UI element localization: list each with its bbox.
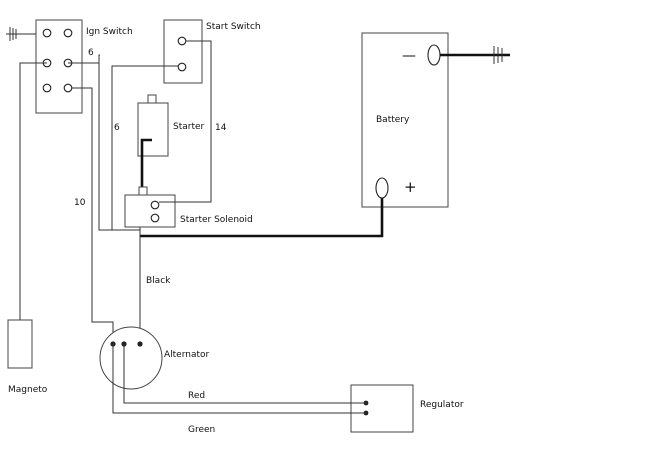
wire-label-6-top: 6: [88, 48, 94, 58]
alternator: [99, 326, 163, 390]
ground-symbol-battery: [440, 46, 510, 64]
wire-red: [123, 344, 366, 404]
magneto-label: Magneto: [8, 385, 48, 395]
alternator-label: Alternator: [164, 350, 210, 360]
starter-solenoid: [124, 186, 176, 228]
battery-negative-label: —: [402, 48, 416, 64]
wire-14: [159, 40, 212, 203]
regulator: [350, 384, 414, 433]
wire-ign-solenoid: [98, 55, 140, 231]
wire-label-10: 10: [74, 198, 86, 208]
regulator-label: Regulator: [420, 400, 464, 410]
wire-magneto: [19, 62, 47, 320]
wire-label-14: 14: [215, 123, 227, 133]
wire-label-green: Green: [188, 425, 215, 435]
ignition-switch: [35, 19, 83, 114]
battery-label: Battery: [376, 115, 410, 125]
start-switch-label: Start Switch: [206, 22, 261, 32]
starter-label: Starter: [173, 122, 205, 132]
battery: [361, 32, 449, 208]
starter-motor: [137, 94, 169, 196]
start-switch: [163, 19, 203, 84]
wire-green: [112, 344, 366, 414]
wire-label-black: Black: [146, 276, 171, 286]
battery-positive-label: +: [404, 178, 417, 196]
starter-solenoid-label: Starter Solenoid: [180, 215, 253, 225]
wire-6-start: [111, 65, 178, 230]
ground-symbol-ignition: [6, 27, 40, 41]
magneto: [7, 319, 33, 369]
wire-10: [72, 87, 114, 344]
battery-positive-cable: [140, 198, 384, 238]
wire-label-red: Red: [188, 391, 205, 401]
ignition-switch-label: Ign Switch: [86, 27, 133, 37]
wire-label-6-left: 6: [114, 123, 120, 133]
